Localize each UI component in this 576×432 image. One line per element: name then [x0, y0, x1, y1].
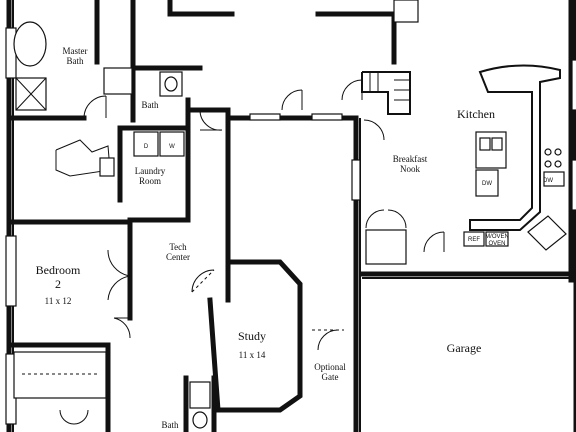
optional-gate-label-1: Optional — [314, 362, 346, 372]
dryer-label: D — [144, 144, 149, 150]
tech-center-label-2: Center — [166, 252, 190, 262]
oven-label: OVEN — [488, 241, 505, 247]
study-label: Study — [238, 329, 266, 343]
master-bath-label-2: Bath — [67, 56, 84, 66]
bedroom-door — [107, 249, 131, 339]
laundry-fixtures — [133, 71, 223, 157]
study-dims: 11 x 14 — [239, 350, 266, 360]
breakfast-label-2: Nook — [400, 164, 420, 174]
kitchen-label: Kitchen — [457, 107, 495, 121]
bath-upper-label: Bath — [142, 100, 159, 110]
room-labels: Master Bath Bath Laundry Room D W Tech C… — [36, 46, 554, 430]
lower-closet — [13, 351, 211, 429]
walls — [6, 0, 576, 432]
bedroom2-label-1: Bedroom — [36, 263, 81, 277]
oven-icon — [485, 231, 509, 247]
breakfast-label-1: Breakfast — [393, 154, 428, 164]
stairs — [361, 0, 419, 115]
microwave-label: M/OVEN — [485, 234, 509, 240]
bedroom2-dims: 11 x 12 — [45, 296, 72, 306]
refrigerator-icon — [463, 231, 485, 247]
bathtub-icon — [13, 21, 47, 67]
toilet-icon — [103, 67, 133, 95]
dishwasher-corner-label: DW — [543, 178, 553, 184]
bath-lower-label: Bath — [162, 420, 179, 430]
cooktop-icon — [543, 171, 565, 187]
dishwasher-icon — [475, 169, 499, 197]
washer-icon — [159, 131, 185, 157]
study-walls — [207, 259, 303, 413]
fireplace-icon — [393, 0, 419, 23]
master-bath-fixtures — [13, 21, 133, 177]
optional-gate-label-2: Gate — [322, 372, 339, 382]
pantry-icon — [365, 229, 407, 265]
windows — [5, 27, 576, 425]
bedroom2-label-2: 2 — [55, 277, 61, 291]
master-bath-label-1: Master — [63, 46, 88, 56]
dishwasher-label: DW — [482, 181, 492, 187]
hall-doors — [281, 79, 385, 141]
kitchen-fixtures — [365, 64, 567, 265]
dryer-icon — [133, 131, 159, 157]
tech-center-label-1: Tech — [169, 242, 187, 252]
garage-label: Garage — [447, 341, 482, 355]
toilet-icon — [189, 381, 211, 409]
study-details — [191, 269, 344, 351]
refrigerator-label: REF — [468, 237, 480, 243]
laundry-label-1: Laundry — [135, 166, 166, 176]
kitchen-counter — [469, 64, 561, 231]
laundry-label-2: Room — [139, 176, 161, 186]
washer-label: W — [169, 144, 175, 150]
